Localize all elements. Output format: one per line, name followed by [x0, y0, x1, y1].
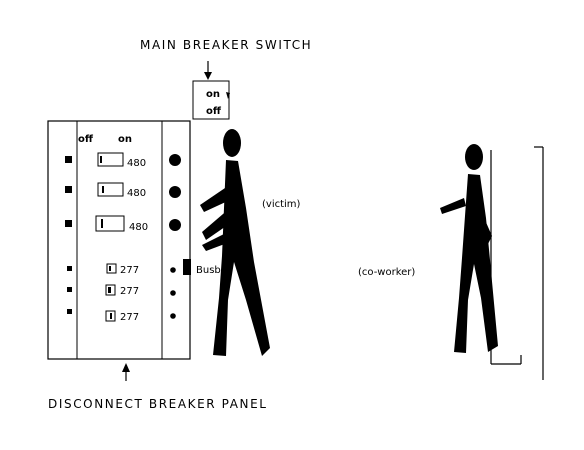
- coworker-label: (co-worker): [358, 267, 415, 278]
- breaker-277-1: 277: [67, 263, 176, 276]
- busbar: [183, 259, 191, 275]
- breaker-rating: 480: [127, 188, 146, 199]
- coworker-figure: [440, 144, 498, 353]
- breaker-480-2: 480: [65, 182, 181, 199]
- breaker-rating: 277: [120, 286, 139, 297]
- panel-on-label: on: [118, 134, 132, 145]
- breaker-480-3: 480: [65, 215, 181, 233]
- main-breaker-arrow: [204, 61, 212, 80]
- breaker-277-2: 277: [67, 284, 176, 297]
- panel-arrow: [122, 363, 130, 381]
- disconnect-breaker-panel: off on 480 480 480 2: [47, 120, 191, 360]
- main-breaker-switch: on off: [192, 80, 230, 120]
- breaker-rating: 480: [129, 222, 148, 233]
- main-switch-on-label: on: [206, 89, 220, 100]
- breaker-480-1: 480: [65, 152, 181, 169]
- panel-off-label: off: [78, 134, 94, 145]
- victim-figure: [200, 129, 270, 356]
- breaker-rating: 277: [120, 265, 139, 276]
- doorway-outline: [490, 146, 544, 380]
- main-switch-off-label: off: [206, 106, 222, 117]
- breaker-rating: 277: [120, 312, 139, 323]
- panel-label: DISCONNECT BREAKER PANEL: [48, 397, 268, 411]
- main-breaker-label: MAIN BREAKER SWITCH: [140, 38, 312, 52]
- busbar-label: Busbar: [196, 265, 232, 276]
- victim-label: (victim): [262, 199, 301, 210]
- breaker-rating: 480: [127, 158, 146, 169]
- breaker-277-3: 277: [67, 309, 176, 323]
